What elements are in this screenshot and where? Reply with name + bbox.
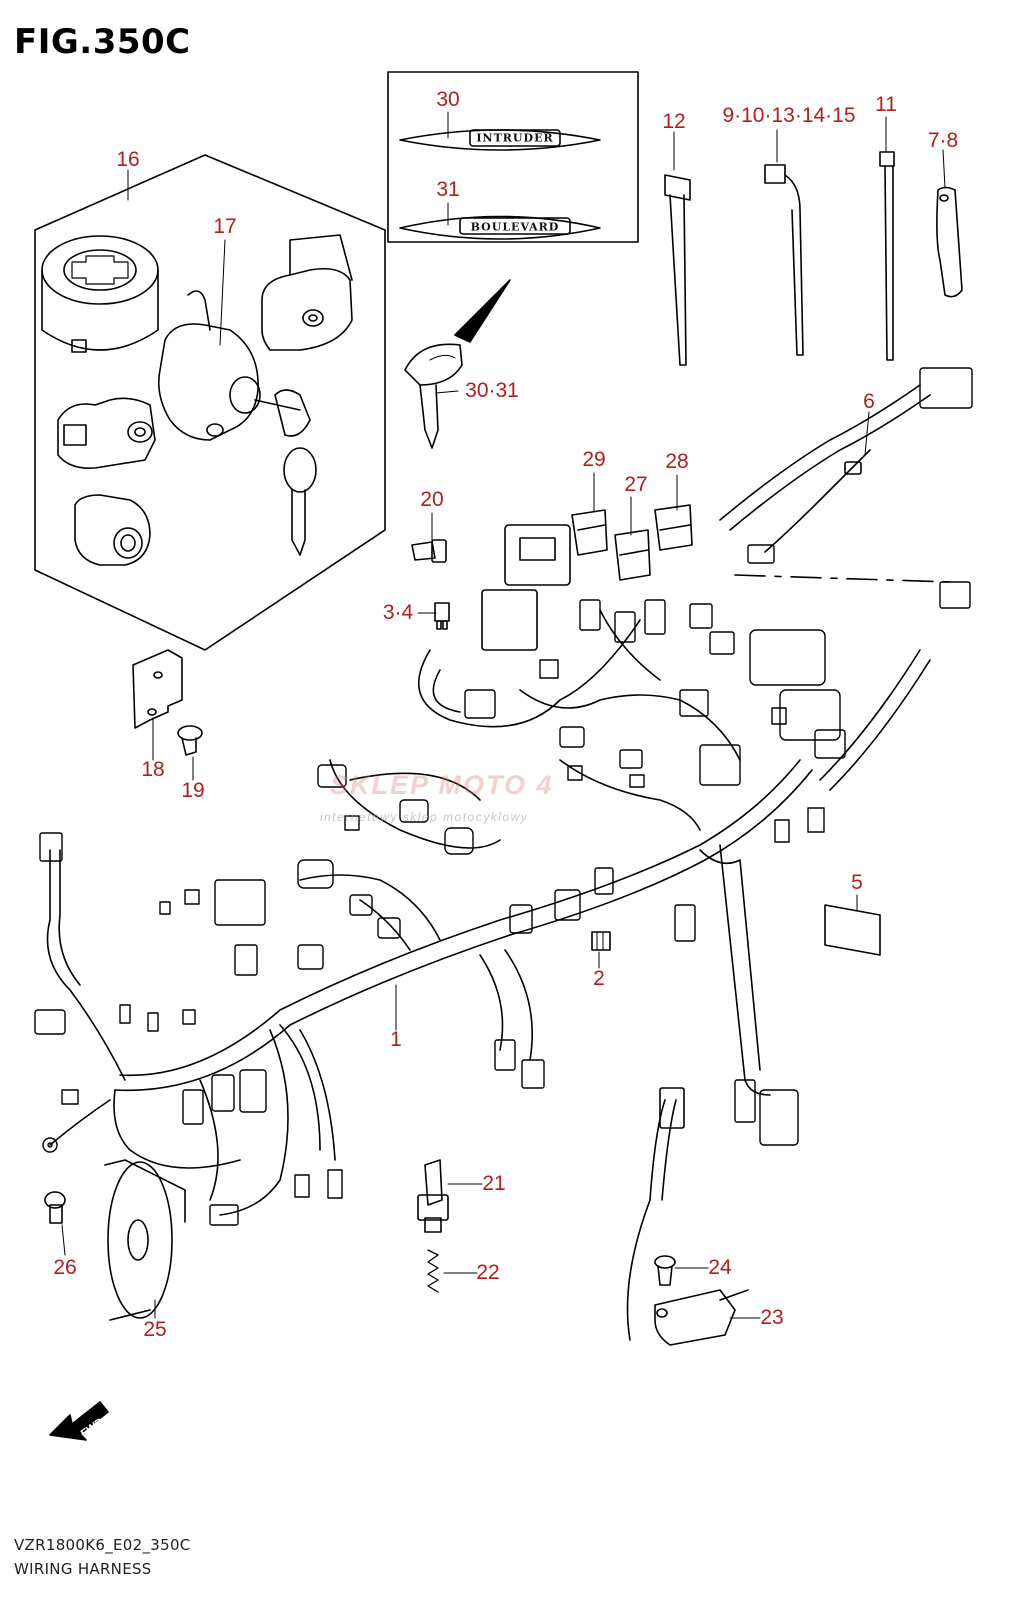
fuel-cap-lock xyxy=(41,235,159,353)
clamp-7-8 xyxy=(936,186,963,298)
screw-19 xyxy=(177,725,203,756)
fuse-2 xyxy=(591,931,611,951)
callout-1: 1 xyxy=(390,1028,402,1051)
watermark-main: SKLEP MOTO 4 xyxy=(330,770,554,800)
relay-27 xyxy=(614,529,651,581)
bolt-24 xyxy=(654,1255,676,1286)
leader-lines xyxy=(61,111,946,1319)
callout-30-31: 30·31 xyxy=(465,379,519,402)
sub-harness-6 xyxy=(734,449,951,583)
callout-12: 12 xyxy=(662,110,686,133)
bracket-18 xyxy=(132,649,183,729)
callout-6: 6 xyxy=(863,390,875,413)
callout-24: 24 xyxy=(708,1256,732,1279)
callout-22: 22 xyxy=(476,1261,500,1284)
callout-28: 28 xyxy=(665,450,689,473)
main-wiring-harness xyxy=(46,384,931,1216)
emblem-intruder-text: INTRUDER xyxy=(476,131,554,145)
fuse-box xyxy=(481,524,571,651)
callout-3-4: 3·4 xyxy=(382,601,414,624)
callout-30: 30 xyxy=(436,88,460,111)
callout-2: 2 xyxy=(593,967,605,990)
label-5 xyxy=(824,904,881,956)
cable-tie-11 xyxy=(879,151,895,361)
callout-16: 16 xyxy=(116,148,140,171)
fuse-3-4 xyxy=(434,602,450,630)
bolt-20 xyxy=(411,539,447,563)
steering-lock xyxy=(57,397,156,470)
relay-29 xyxy=(571,509,608,556)
callout-25: 25 xyxy=(143,1318,167,1341)
figure-title: FIG.350C xyxy=(14,22,191,62)
callout-31: 31 xyxy=(436,178,460,201)
callout-11: 11 xyxy=(875,93,897,116)
callout-9-15: 9·10·13·14·15 xyxy=(722,104,856,127)
seat-lock-cylinder xyxy=(261,234,353,351)
callout-17: 17 xyxy=(213,215,237,238)
relay-28 xyxy=(654,504,693,551)
lock-cylinder xyxy=(74,494,151,566)
callout-27: 27 xyxy=(624,473,648,496)
bolt-26 xyxy=(44,1191,66,1224)
harness-connectors xyxy=(34,367,973,1226)
callout-23: 23 xyxy=(760,1306,784,1329)
callout-5: 5 xyxy=(851,871,863,894)
callout-18: 18 xyxy=(141,758,165,781)
callout-29: 29 xyxy=(582,448,606,471)
spring-22 xyxy=(427,1249,439,1293)
forward-arrow xyxy=(49,1401,109,1441)
callout-21: 21 xyxy=(482,1172,506,1195)
emblem-boulevard-text: BOULEVARD xyxy=(470,220,560,234)
model-code: VZR1800K6_E02_350C xyxy=(14,1536,191,1554)
cable-tie-9-15 xyxy=(764,164,804,356)
callout-20: 20 xyxy=(420,488,444,511)
cable-tie-12 xyxy=(664,174,691,366)
ignition-switch-set-box xyxy=(34,154,386,651)
figure-caption: WIRING HARNESS xyxy=(14,1560,152,1578)
callout-19: 19 xyxy=(181,779,205,802)
callout-7-8: 7·8 xyxy=(927,129,959,152)
switch-21 xyxy=(417,1159,449,1233)
key-with-emblem xyxy=(404,343,463,449)
watermark-sub: internetowy sklep motocyklowy xyxy=(320,810,529,824)
callout-26: 26 xyxy=(53,1256,77,1279)
horn-25 xyxy=(104,1159,186,1321)
ignition-switch xyxy=(157,290,317,556)
sensor-23 xyxy=(626,1087,749,1346)
emblem-box xyxy=(387,71,639,343)
